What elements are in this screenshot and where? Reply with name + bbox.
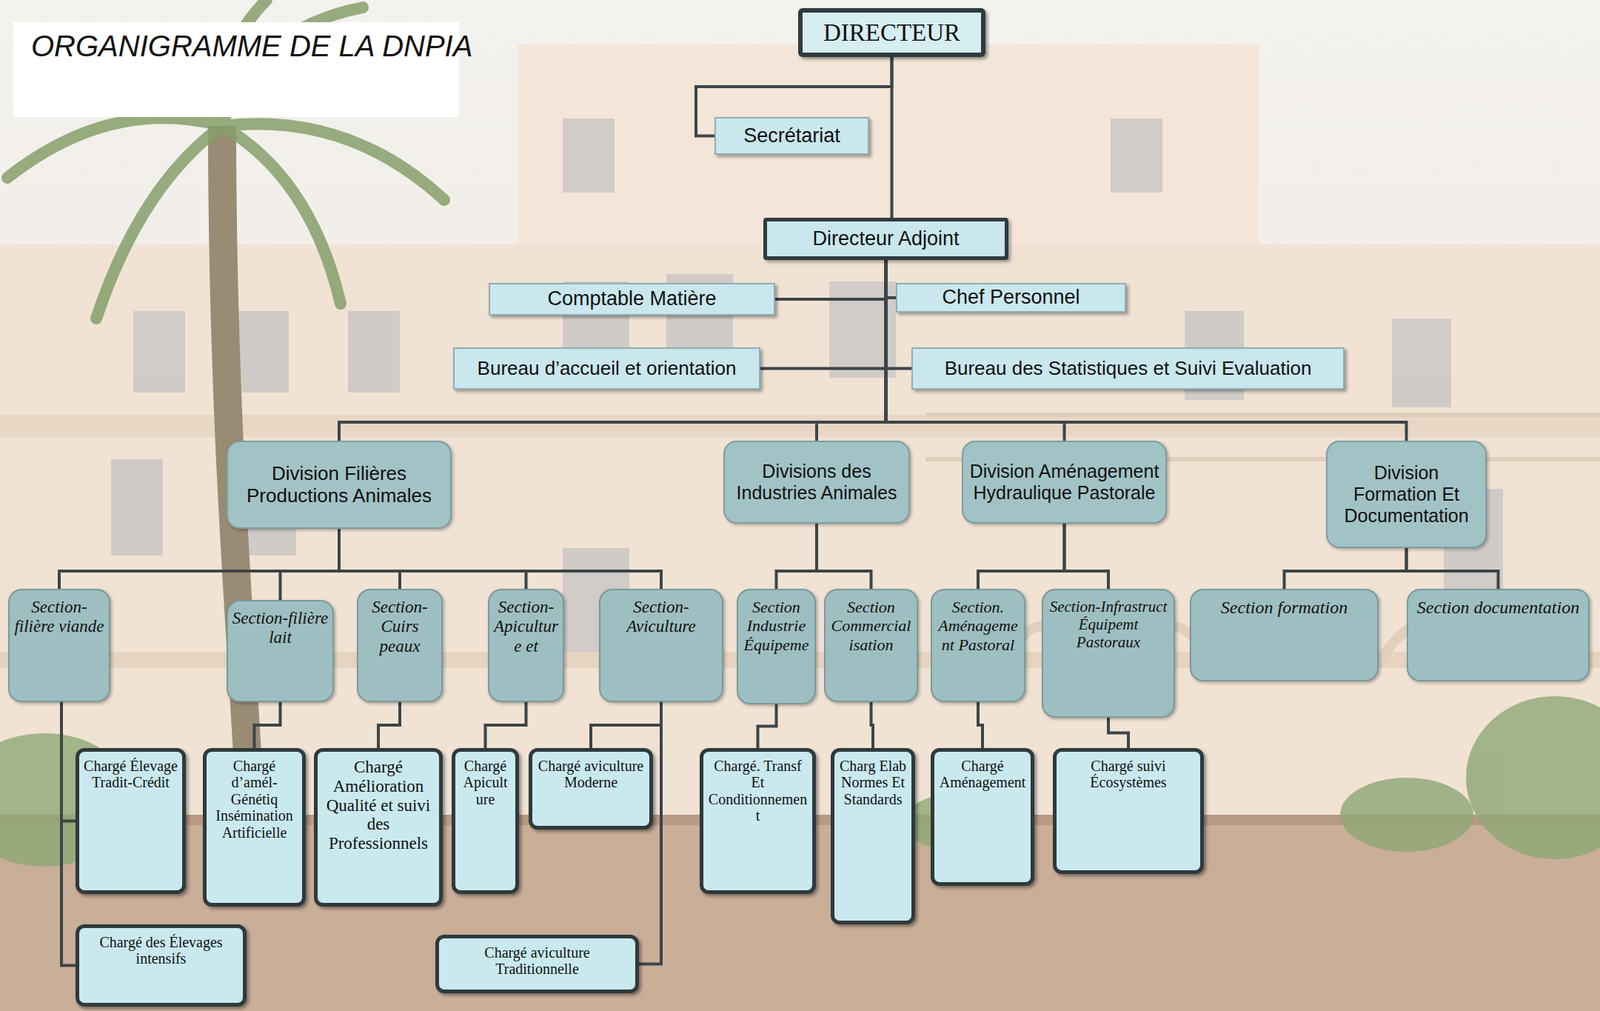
org-box: Division Formation Et Documentation xyxy=(1326,440,1487,548)
box-label: Bureau d’accueil et orientation xyxy=(477,357,737,380)
org-box: Section Commercialisation xyxy=(824,588,919,702)
box-label: Chargé Élevage Tradit-Crédit xyxy=(83,757,178,791)
box-label: Bureau des Statistiques et Suivi Evaluat… xyxy=(944,357,1312,380)
connector xyxy=(890,57,894,218)
connector xyxy=(61,701,76,966)
box-label: Division Formation Et Documentation xyxy=(1331,462,1481,526)
box-label: Section formation xyxy=(1220,597,1348,619)
box-label: Section Industrie Équipeme xyxy=(741,597,811,654)
connector xyxy=(590,701,662,748)
connector xyxy=(871,701,874,748)
connector xyxy=(59,528,340,589)
title-panel: ORGANIGRAMME DE LA DNPIA xyxy=(13,22,460,117)
connector xyxy=(378,701,400,748)
org-box: Chargé Amélioration Qualité et suivi des… xyxy=(313,747,443,907)
org-box: Comptable Matière xyxy=(488,282,776,316)
org-box: Chargé Apiculture xyxy=(451,747,520,894)
connector xyxy=(1108,717,1129,748)
box-label: Chargé aviculture Traditionnelle xyxy=(443,944,631,978)
connector xyxy=(978,523,1065,589)
box-label: Chargé. Transf Et Conditionnement xyxy=(707,757,808,825)
connector xyxy=(1064,523,1110,589)
org-box: Chargé aviculture Traditionnelle xyxy=(435,934,639,993)
box-label: Section-filière lait xyxy=(231,608,329,648)
org-box: Secrétariat xyxy=(714,116,870,155)
box-label: Directeur Adjoint xyxy=(812,227,959,251)
connector xyxy=(816,523,872,589)
box-label: Section documentation xyxy=(1417,597,1580,619)
connector xyxy=(339,528,527,589)
connector xyxy=(280,528,340,600)
box-label: Chargé Apiculture xyxy=(459,757,511,808)
org-box: Chargé. Transf Et Conditionnement xyxy=(699,747,816,894)
connector xyxy=(1406,547,1499,589)
connector xyxy=(638,701,662,964)
org-box: Chargé suivi Écosystèmes xyxy=(1052,747,1204,874)
org-box: Chargé Aménagement xyxy=(930,747,1035,886)
connector xyxy=(758,704,777,748)
org-box: Section-filière viande xyxy=(8,588,111,702)
box-label: Section-Aviculture xyxy=(604,597,719,637)
connector xyxy=(775,259,887,300)
chart-title: ORGANIGRAMME DE LA DNPIA xyxy=(31,29,442,63)
org-box: Section-Aviculture xyxy=(598,588,724,702)
org-box: DIRECTEUR xyxy=(798,8,986,58)
org-box: Section documentation xyxy=(1406,588,1590,682)
box-label: Division Aménagement Hydraulique Pastora… xyxy=(967,460,1161,504)
org-box: Division Aménagement Hydraulique Pastora… xyxy=(961,440,1167,524)
connector xyxy=(886,259,1407,441)
connector xyxy=(760,259,887,369)
org-box: Section-Apiculture et xyxy=(487,588,565,702)
box-label: Section-Cuirs peaux xyxy=(362,597,438,656)
box-label: Chargé d’amél-Génétiq Insémination Artif… xyxy=(211,757,298,841)
org-box: Section. Aménagement Pastoral xyxy=(930,588,1026,702)
box-label: Chargé Amélioration Qualité et suivi des… xyxy=(322,757,435,853)
box-label: Section-filière viande xyxy=(13,597,106,637)
connector xyxy=(339,259,887,441)
connector xyxy=(886,259,913,369)
connector xyxy=(816,259,887,441)
org-box: Section-Infrastruct Équipemt Pastoraux xyxy=(1041,588,1176,718)
org-box: Bureau des Statistiques et Suivi Evaluat… xyxy=(911,347,1345,390)
connector xyxy=(776,523,818,589)
org-box: Directeur Adjoint xyxy=(763,217,1009,260)
connector xyxy=(886,259,897,298)
box-label: Chargé des Élevages intensifs xyxy=(83,933,239,967)
org-box: Section-Cuirs peaux xyxy=(356,588,443,702)
box-label: Section-Infrastruct Équipemt Pastoraux xyxy=(1046,597,1170,651)
org-box: Chargé Élevage Tradit-Crédit xyxy=(75,747,186,894)
connector xyxy=(339,528,400,589)
box-label: Secrétariat xyxy=(743,124,841,148)
org-box: Section-filière lait xyxy=(226,599,334,702)
org-box: Chargé des Élevages intensifs xyxy=(75,924,247,1007)
org-box: Section Industrie Équipeme xyxy=(736,588,816,705)
org-box: Bureau d’accueil et orientation xyxy=(453,347,761,390)
connector xyxy=(61,701,76,822)
connector xyxy=(485,701,527,748)
box-label: Chef Personnel xyxy=(941,285,1080,309)
connector xyxy=(339,528,662,589)
box-label: DIRECTEUR xyxy=(823,19,961,47)
box-label: Chargé Aménagement xyxy=(938,757,1027,791)
org-box: Section formation xyxy=(1189,588,1379,682)
connector xyxy=(254,701,281,748)
box-label: Section-Apiculture et xyxy=(493,597,560,656)
box-label: Chargé aviculture Moderne xyxy=(536,757,645,791)
org-box: Charg Elab Normes Et Standards xyxy=(830,747,916,925)
org-box: Divisions des Industries Animales xyxy=(723,440,910,524)
org-box: Chargé d’amél-Génétiq Insémination Artif… xyxy=(202,747,306,907)
connector xyxy=(1284,547,1407,589)
org-box: Chef Personnel xyxy=(895,282,1127,313)
connector xyxy=(978,701,983,748)
box-label: Divisions des Industries Animales xyxy=(729,460,905,504)
box-label: Section. Aménagement Pastoral xyxy=(935,597,1021,654)
org-box: Division Filières Productions Animales xyxy=(226,440,452,529)
box-label: Section Commercialisation xyxy=(829,597,913,654)
box-label: Division Filières Productions Animales xyxy=(232,462,446,508)
box-label: Chargé suivi Écosystèmes xyxy=(1060,757,1196,791)
box-label: Comptable Matière xyxy=(547,287,716,311)
org-box: Chargé aviculture Moderne xyxy=(528,747,654,830)
box-label: Charg Elab Normes Et Standards xyxy=(838,757,907,808)
